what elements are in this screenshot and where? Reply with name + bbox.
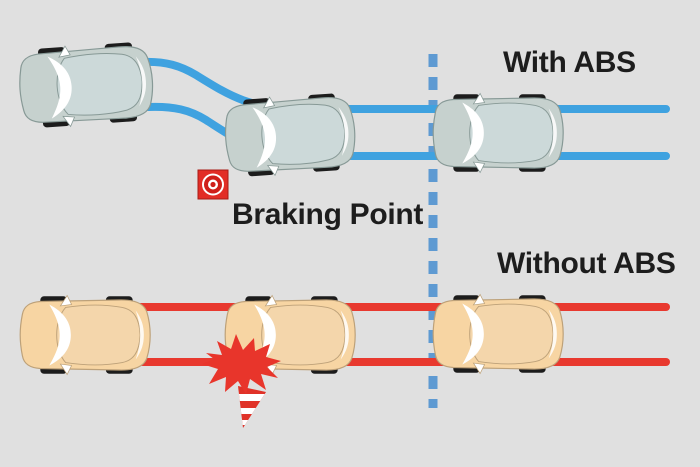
abs-car-at-braking-line: [432, 92, 564, 174]
traffic-cone-icon: [238, 386, 266, 428]
without-abs-label: Without ABS: [497, 247, 676, 280]
with-abs-label: With ABS: [503, 46, 636, 79]
no-abs-skid-tracks: [48, 303, 670, 366]
no-abs-car-stopped: [19, 294, 151, 376]
braking-point-bullseye-icon: [197, 169, 229, 200]
abs-car-swerved: [16, 39, 156, 131]
crash-burst-icon: [202, 334, 281, 394]
braking-point-label: Braking Point: [232, 198, 424, 231]
no-abs-car-at-braking-line: [432, 293, 564, 375]
abs-car-mid-swerve: [222, 90, 358, 180]
